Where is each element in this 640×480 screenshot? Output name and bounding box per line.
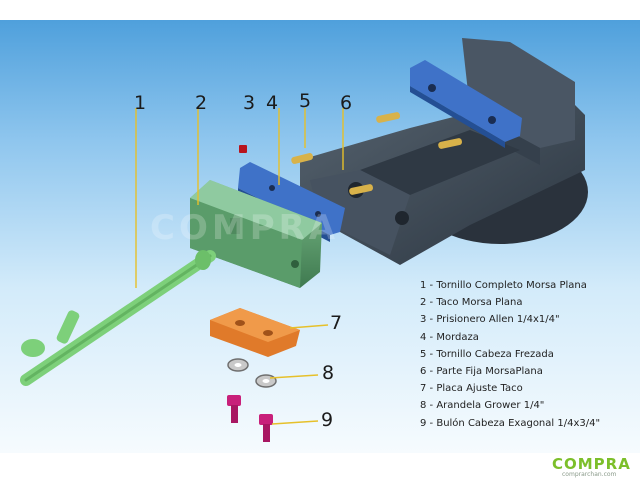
legend-item: 3 - Prisionero Allen 1/4x1/4" <box>420 314 560 326</box>
parts-legend: 1 - Tornillo Completo Morsa Plana 2 - Ta… <box>420 277 635 432</box>
legend-item: 7 - Placa Ajuste Taco <box>420 383 523 395</box>
legend-item: 9 - Bulón Cabeza Exagonal 1/4x3/4" <box>420 417 601 429</box>
green-block-2-icon <box>190 180 322 288</box>
legend-item: 1 - Tornillo Completo Morsa Plana <box>420 280 587 291</box>
legend-item: 8 - Arandela Grower 1/4" <box>420 400 545 412</box>
set-screw-3-icon <box>239 145 247 153</box>
leader-lines <box>135 108 344 425</box>
callout-9: 9 <box>321 409 334 431</box>
bolt-9-icons <box>227 395 273 442</box>
exploded-vise-diagram <box>20 38 588 442</box>
watermark-text: COMPRA <box>150 208 340 248</box>
legend-item: 4 - Mordaza <box>420 331 479 343</box>
screw-gold-icons <box>349 112 463 195</box>
callout-2: 2 <box>195 92 208 114</box>
legend-item: 5 - Tornillo Cabeza Frezada <box>420 348 554 360</box>
callout-4: 4 <box>266 92 279 114</box>
callout-5: 5 <box>299 90 312 112</box>
washer-8-icons <box>227 358 277 388</box>
callout-6: 6 <box>340 92 353 114</box>
callout-8: 8 <box>322 362 335 384</box>
diagram-stage: COMPRA 1 2 3 4 5 6 7 8 9 1 - Tornillo Co… <box>0 20 640 453</box>
callout-3: 3 <box>243 92 256 114</box>
callout-7: 7 <box>330 312 343 334</box>
logo-sub-text: comprarchan.com <box>562 471 617 478</box>
screw-5-icon <box>291 153 314 164</box>
callout-1: 1 <box>134 92 147 114</box>
vise-jaw-mounted <box>410 60 522 148</box>
legend-item: 6 - Parte Fija MorsaPlana <box>420 365 543 377</box>
compra-logo: COMPRA comprarchan.com <box>548 457 638 479</box>
legend-item: 2 - Taco Morsa Plana <box>420 297 523 309</box>
logo-main-text: COMPRA <box>552 455 631 473</box>
handle-1-icon <box>20 250 216 386</box>
plate-7-icon <box>210 308 300 357</box>
